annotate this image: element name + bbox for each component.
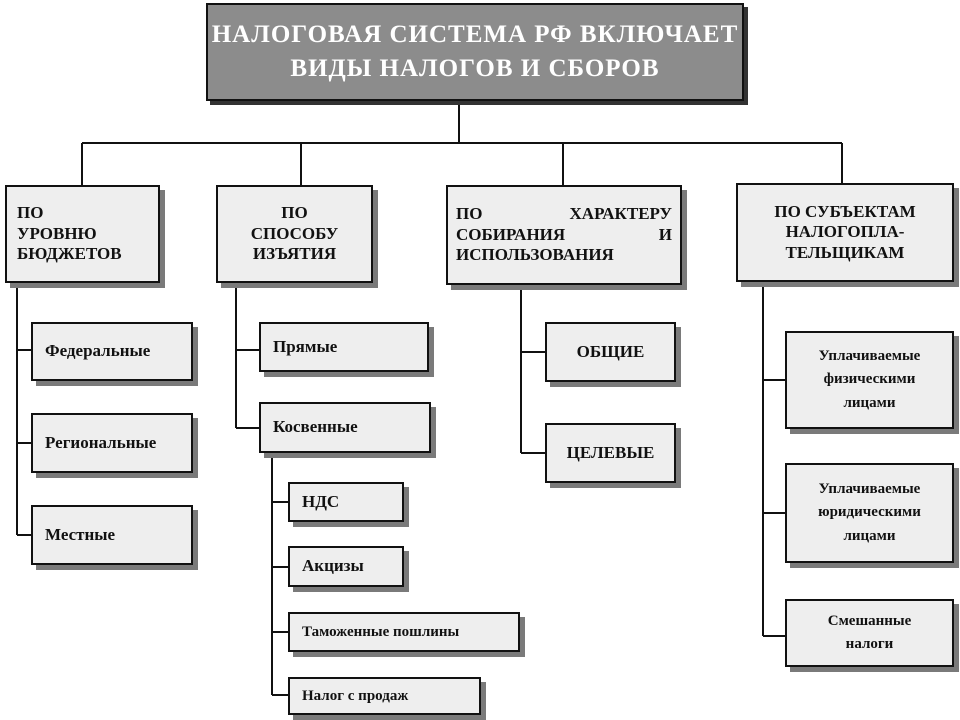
item-federal: Федеральные: [31, 322, 193, 381]
category-taxpayers: ПО СУБЪЕКТАМ НАЛОГОПЛА- ТЕЛЬЩИКАМ: [736, 183, 954, 282]
item-regional: Региональные: [31, 413, 193, 473]
item-local: Местные: [31, 505, 193, 565]
category-purpose-label: ПО ХАРАКТЕРУ СОБИРАНИЯ И ИСПОЛЬЗОВАНИЯ: [456, 204, 672, 265]
item-vat: НДС: [288, 482, 404, 522]
category-collection-method: ПО СПОСОБУ ИЗЪЯТИЯ: [216, 185, 373, 283]
item-targeted: ЦЕЛЕВЫЕ: [545, 423, 676, 483]
item-direct: Прямые: [259, 322, 429, 372]
item-paid-by-individuals: Уплачиваемые физическими лицами: [785, 331, 954, 429]
item-customs-duties: Таможенные пошлины: [288, 612, 520, 652]
item-indirect: Косвенные: [259, 402, 431, 453]
main-title: НАЛОГОВАЯ СИСТЕМА РФ ВКЛЮЧАЕТ ВИДЫ НАЛОГ…: [206, 3, 744, 101]
item-general: ОБЩИЕ: [545, 322, 676, 382]
category-purpose: ПО ХАРАКТЕРУ СОБИРАНИЯ И ИСПОЛЬЗОВАНИЯ: [446, 185, 682, 285]
item-mixed-taxes: Смешанные налоги: [785, 599, 954, 667]
category-budget-level: ПО УРОВНЮ БЮДЖЕТОВ: [5, 185, 160, 283]
item-excise: Акцизы: [288, 546, 404, 587]
item-sales-tax: Налог с продаж: [288, 677, 481, 715]
item-paid-by-legal-entities: Уплачиваемые юридическими лицами: [785, 463, 954, 563]
